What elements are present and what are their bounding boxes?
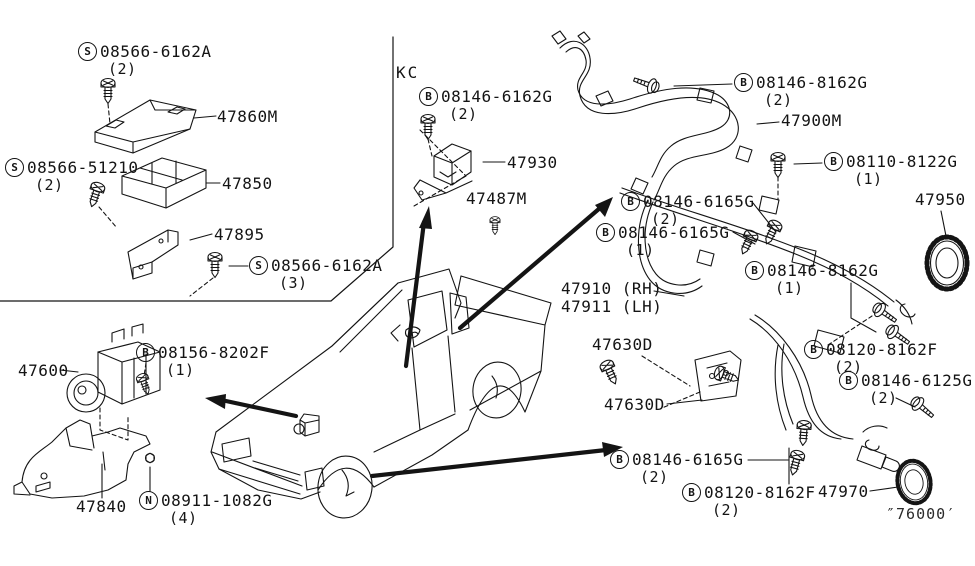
sensor-47970-drawing <box>856 425 934 506</box>
harness-47900m-drawing <box>551 30 823 201</box>
prefix-circle: S <box>5 158 24 177</box>
pointer-arrowheads <box>205 197 623 457</box>
part-label-47970: 47970 <box>818 482 869 501</box>
prefix-circle: B <box>745 261 764 280</box>
bracket-47630d-and-hose-drawing <box>597 314 938 492</box>
part-label-47860M: 47860M <box>217 107 278 126</box>
prefix-circle: S <box>78 42 97 61</box>
prefix-circle: B <box>596 223 615 242</box>
prefix-circle: B <box>682 483 701 502</box>
prefix-circle: B <box>804 340 823 359</box>
part-label-47930: 47930 <box>507 153 558 172</box>
part-label-47911-lh: 47911 (LH) <box>561 297 663 316</box>
prefix-circle: B <box>610 450 629 469</box>
sensor-47930-drawing <box>413 113 506 235</box>
prefix-circle: B <box>419 87 438 106</box>
controller-assembly-drawing <box>84 77 249 297</box>
truck-illustration <box>210 268 552 519</box>
section-divider <box>0 36 394 302</box>
part-label-47840: 47840 <box>76 497 127 516</box>
prefix-circle: B <box>824 152 843 171</box>
prefix-circle: B <box>734 73 753 92</box>
part-label-47850: 47850 <box>222 174 273 193</box>
prefix-circle: B <box>136 343 155 362</box>
part-label-47950: 47950 <box>915 190 966 209</box>
prefix-circle: N <box>139 491 158 510</box>
prefix-circle: S <box>249 256 268 275</box>
part-label-47895: 47895 <box>214 225 265 244</box>
section-label-kc: KC <box>396 63 420 82</box>
part-label-47487M: 47487M <box>466 189 527 208</box>
abs-actuator-47600-drawing <box>59 323 161 441</box>
sensor-wire-47910-drawing <box>619 187 967 350</box>
part-label-47900M: 47900M <box>781 111 842 130</box>
part-label-47600: 47600 <box>18 361 69 380</box>
bracket-47840-drawing <box>13 419 156 499</box>
prefix-circle: B <box>839 371 858 390</box>
part-label-47630D-b: 47630D <box>604 395 665 414</box>
prefix-circle: B <box>621 192 640 211</box>
pointer-arrows <box>223 205 609 479</box>
part-label-47630D-a: 47630D <box>592 335 653 354</box>
part-label-47910-rh: 47910 (RH) <box>561 279 663 298</box>
diagram-reference-code: ″76000′ <box>886 505 957 523</box>
